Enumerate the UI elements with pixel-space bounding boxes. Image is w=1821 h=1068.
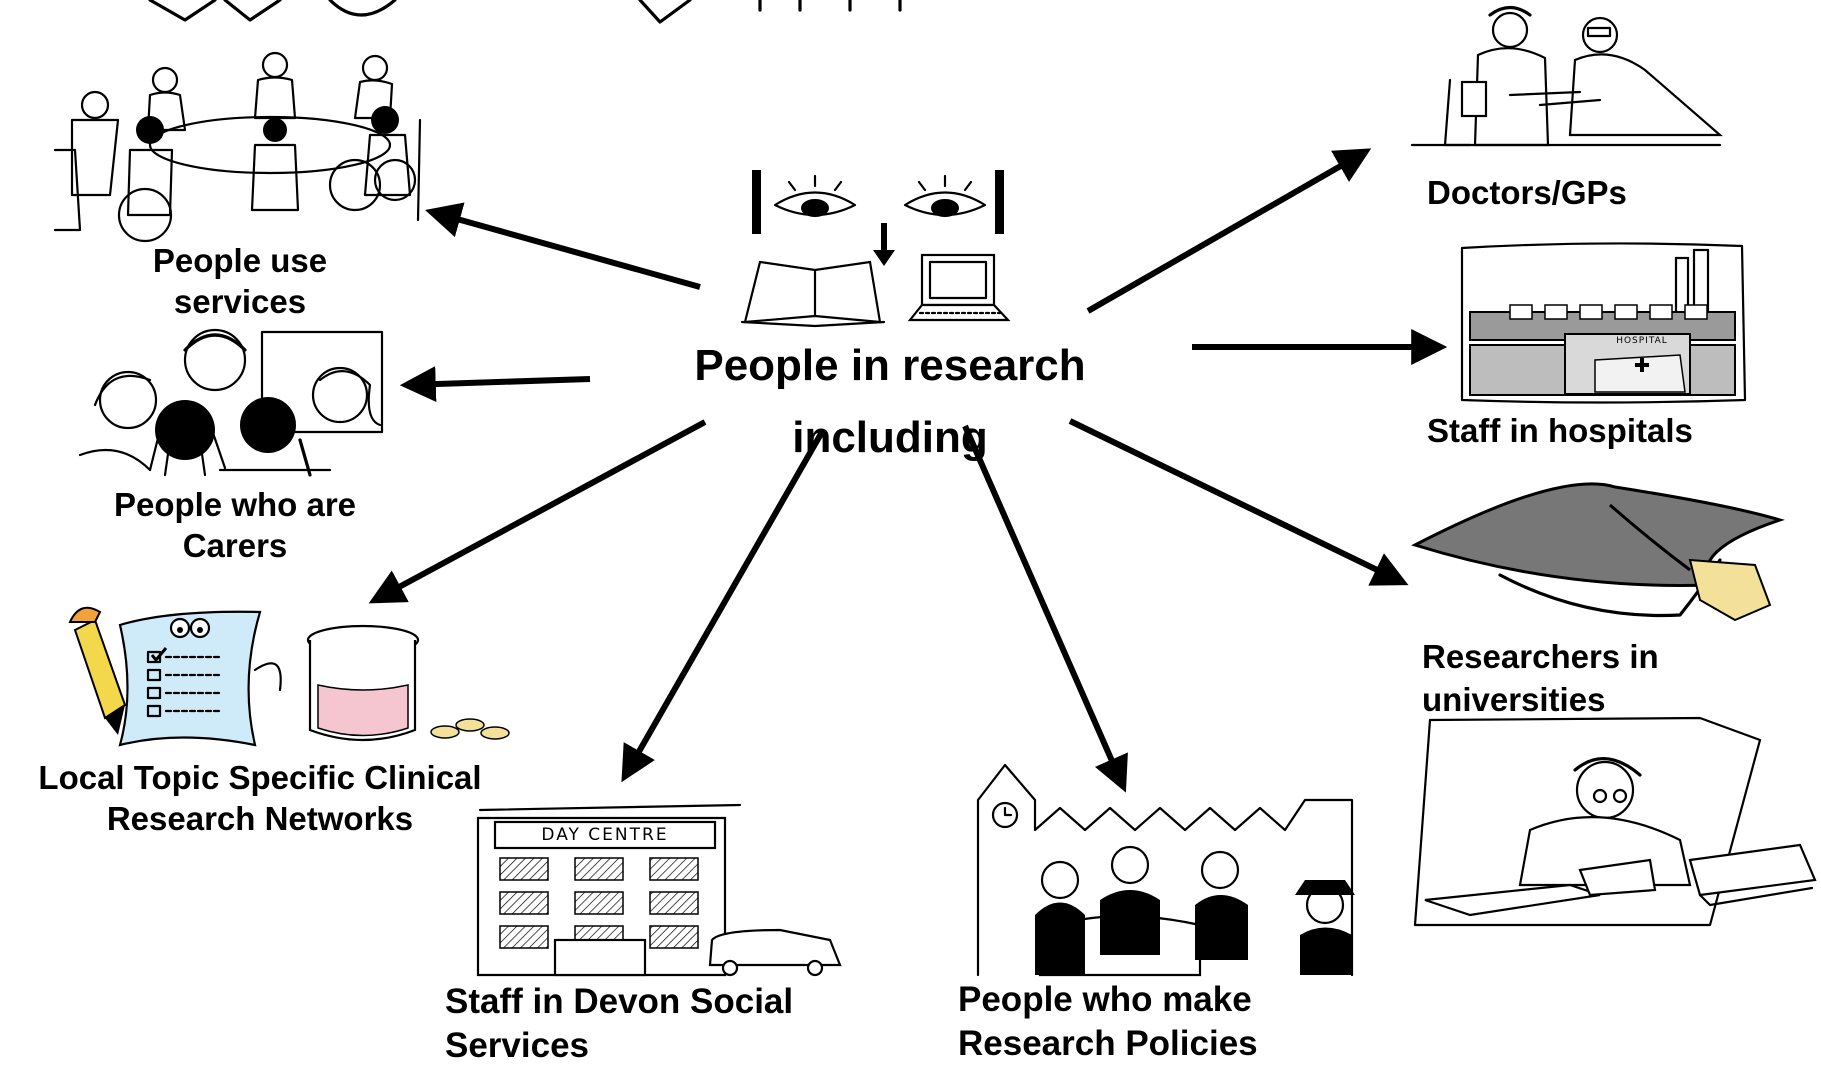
center-label: People in research including bbox=[640, 330, 1140, 474]
eyes-icon bbox=[752, 170, 1004, 266]
book-icon bbox=[740, 260, 886, 328]
policy-meeting-icon bbox=[976, 763, 1355, 977]
group-table-icon bbox=[53, 51, 422, 243]
label-people-who-are-carers: People who are Carers bbox=[113, 486, 357, 565]
title-fragment bbox=[148, 0, 902, 24]
arrow-to-universities bbox=[1068, 418, 1409, 586]
day-centre-sign: DAY CENTRE bbox=[541, 825, 669, 845]
arrow-to-networks bbox=[368, 419, 707, 604]
label-clinical-research-networks: Local Topic Specific Clinical Research N… bbox=[38, 759, 482, 838]
label-doctors-gps: Doctors/GPs bbox=[1427, 174, 1627, 211]
carers-group-icon bbox=[78, 328, 384, 477]
arrow-to-services bbox=[425, 202, 701, 290]
hospital-icon bbox=[1460, 242, 1747, 404]
label-people-use-services: People use services bbox=[152, 242, 328, 321]
studying-researcher-icon bbox=[1413, 716, 1817, 927]
center-label-line2: including bbox=[792, 413, 988, 462]
doctor-patient-icon bbox=[1410, 5, 1723, 147]
pill-jar-icon bbox=[306, 624, 510, 742]
arrow-to-devon bbox=[621, 430, 825, 783]
arrow-to-carers bbox=[399, 366, 591, 403]
label-researchers-in-universities: Researchers in universities bbox=[1422, 638, 1659, 718]
arrow-to-policies bbox=[962, 424, 1128, 793]
laptop-icon bbox=[907, 253, 1011, 322]
day-centre-icon bbox=[476, 803, 842, 977]
label-staff-in-hospitals: Staff in hospitals bbox=[1427, 412, 1693, 449]
hospital-sign: HOSPITAL bbox=[1616, 336, 1668, 346]
arrows bbox=[368, 148, 1448, 793]
checklist-pencil-icon bbox=[68, 606, 282, 747]
mortarboard-icon bbox=[1411, 482, 1785, 622]
label-research-policies: People who make Research Policies bbox=[958, 980, 1258, 1063]
center-label-line1: People in research bbox=[694, 341, 1086, 390]
arrow-to-doctors bbox=[1086, 148, 1372, 314]
label-devon-social-services: Staff in Devon Social Services bbox=[445, 982, 794, 1065]
